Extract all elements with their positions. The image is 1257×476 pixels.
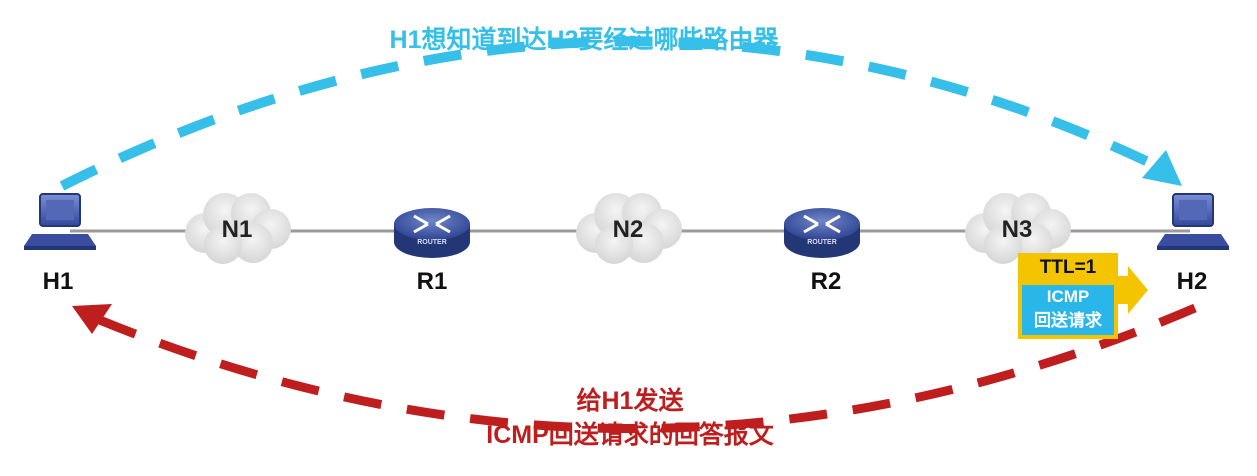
router-icon-r1	[394, 208, 470, 258]
cloud-n1	[185, 193, 291, 264]
node-label-r2: R2	[810, 268, 842, 295]
router-badge-r2: ROUTER	[807, 239, 837, 246]
bottom-caption-line1: 给H1发送	[576, 387, 684, 415]
icmp-packet: TTL=1 ICMP 回送请求	[1018, 253, 1168, 339]
icmp-frame: ICMP 回送请求	[1018, 283, 1118, 339]
computer-icon-h2	[1157, 193, 1229, 250]
node-label-h1: H1	[42, 268, 74, 295]
reply-arrowhead	[72, 304, 112, 334]
node-label-r1: R1	[416, 268, 448, 295]
icmp-line1: ICMP	[1046, 287, 1090, 306]
network-label-n3: N3	[1001, 216, 1033, 243]
bottom-caption-line2: ICMP回送请求的回答报文	[486, 421, 774, 449]
network-label-n2: N2	[612, 216, 644, 243]
packet-arrow	[1114, 266, 1148, 314]
icmp-line2: 回送请求	[1034, 311, 1102, 330]
router-badge-r1: ROUTER	[417, 239, 447, 246]
top-caption: H1想知道到达H2要经过哪些路由器	[389, 26, 779, 54]
bottom-caption: 给H1发送 ICMP回送请求的回答报文	[486, 384, 774, 452]
request-arrowhead	[1142, 150, 1182, 186]
router-icon-r2	[784, 208, 860, 258]
icmp-payload: ICMP 回送请求	[1022, 285, 1114, 335]
network-label-n1: N1	[221, 216, 253, 243]
computer-icon-h1	[24, 193, 96, 250]
cloud-n3	[965, 193, 1071, 264]
reply-arc	[88, 303, 1197, 434]
ttl-label: TTL=1	[1018, 253, 1118, 283]
cloud-n2	[576, 193, 682, 264]
request-arc	[59, 36, 1168, 191]
node-label-h2: H2	[1176, 268, 1208, 295]
